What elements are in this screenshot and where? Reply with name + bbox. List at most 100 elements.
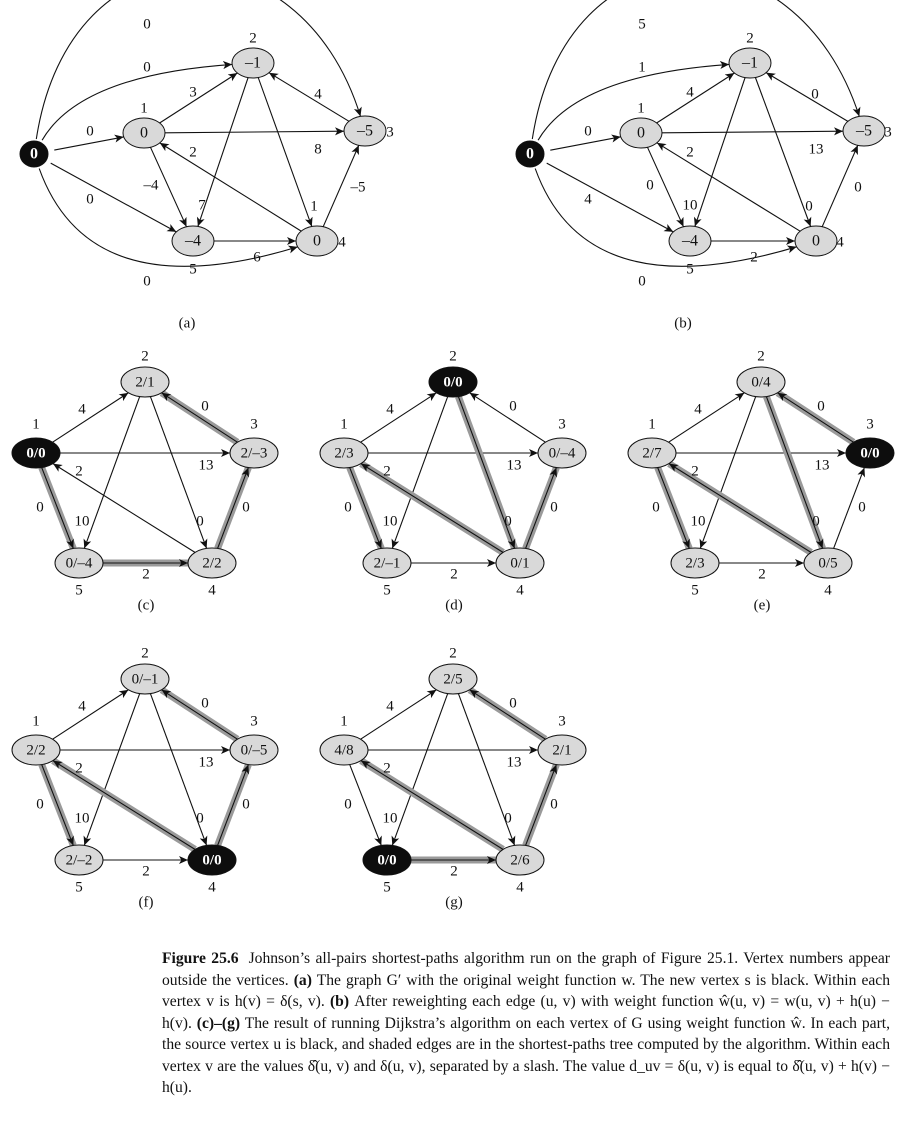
edge-4-3 [525, 764, 557, 846]
vertices: 2/710/420/030/542/35 [627, 348, 895, 598]
vertex-number-5: 5 [383, 582, 391, 598]
edge-s-3 [531, 0, 861, 140]
panel-label-a: (a) [179, 315, 196, 331]
edge-2-4 [149, 396, 208, 549]
vertex-value-4: 2/6 [510, 852, 530, 868]
edge-weight-2-5: 7 [198, 197, 206, 213]
edge-weight-1-2: 4 [694, 401, 702, 417]
edge-1-2 [360, 689, 437, 740]
edge-4-3 [821, 145, 859, 227]
vertex-5 [362, 844, 412, 876]
vertex-4 [295, 225, 339, 257]
edge-2-5 [391, 396, 449, 549]
edge-weight-4-1: 2 [686, 144, 694, 160]
edge-weight-5-4: 2 [450, 863, 458, 879]
edge-weight-1-3: 13 [199, 754, 214, 770]
caption-intro: Johnson’s all-pairs shortest-paths algor… [162, 950, 890, 989]
vertex-value-4: 0/0 [202, 852, 221, 868]
edge-3-2 [469, 689, 546, 740]
vertex-number-4: 4 [338, 234, 346, 250]
vertex-value-4: 2/2 [202, 555, 221, 571]
caption-b-text: After reweighting each edge (u, v) with … [162, 993, 890, 1032]
vertex-2 [120, 663, 170, 695]
panel-label-b: (b) [674, 315, 692, 331]
edge-weight-2-4: 0 [504, 810, 512, 826]
edge-weight-2-4: 0 [196, 513, 204, 529]
vertices: 2/310/020/–430/142/–15 [319, 348, 587, 598]
edge-weight-3-2: 0 [811, 86, 819, 102]
vertex-2 [120, 366, 170, 398]
edge-weight-4-3: 0 [550, 499, 558, 515]
vertex-4 [187, 547, 237, 579]
edge-weight-5-4: 2 [142, 566, 150, 582]
edge-weight-4-3: 0 [550, 796, 558, 812]
edge-weight-1-3: 8 [314, 141, 322, 157]
edge-3-2 [469, 392, 546, 443]
edge-weight-5-4: 2 [750, 249, 758, 265]
vertex-number-5: 5 [75, 879, 83, 895]
vertex-number-4: 4 [516, 582, 524, 598]
vertex-value-4: 0/1 [510, 555, 529, 571]
edge-1-5 [41, 764, 74, 846]
edge-2-4 [765, 396, 824, 549]
edge-s-5 [50, 162, 177, 233]
vertex-value-1: 0/0 [26, 445, 45, 461]
edge-weight-3-2: 0 [817, 398, 825, 414]
edge-weight-1-5: –4 [143, 177, 160, 193]
edge-2-5 [83, 693, 141, 846]
edge-1-2 [159, 72, 238, 124]
vertex-number-3: 3 [386, 124, 394, 140]
vertex-value-2: 0/0 [443, 374, 462, 390]
caption-a-text: The graph G′ with the original weight fu… [162, 971, 891, 1011]
edge-weight-2-5: 10 [683, 197, 698, 213]
vertex-value-5: 0/–4 [66, 555, 93, 571]
vertex-4 [803, 547, 853, 579]
edge-weight-5-4: 2 [758, 566, 766, 582]
edge-s-2 [537, 60, 730, 141]
vertex-number-4: 4 [208, 582, 216, 598]
edge-1-5 [149, 147, 188, 227]
panel-label-c: (c) [138, 597, 155, 613]
vertex-number-1: 1 [32, 416, 40, 432]
edge-weight-s-1: 0 [584, 123, 592, 139]
edge-3-2 [765, 72, 849, 122]
vertex-value-1: 2/2 [26, 742, 45, 758]
vertex-number-5: 5 [691, 582, 699, 598]
edge-weight-1-5: 0 [646, 177, 654, 193]
edge-weight-4-1: 2 [75, 760, 83, 776]
edge-4-1 [52, 760, 196, 850]
vertex-5 [54, 844, 104, 876]
vertex-number-2: 2 [746, 30, 754, 46]
vertex-3 [537, 437, 587, 469]
vertex-number-2: 2 [757, 348, 765, 364]
edge-weight-5-4: 6 [253, 249, 261, 265]
edge-4-3 [217, 764, 249, 846]
panel-label-g: (g) [445, 894, 463, 910]
vertices: 2/210/–120/–530/042/–25 [11, 645, 279, 895]
vertex-value-5: 0/0 [377, 852, 396, 868]
edge-weight-5-4: 2 [142, 863, 150, 879]
vertex-1 [11, 437, 61, 469]
edge-weight-4-1: 2 [383, 463, 391, 479]
edge-weight-1-3: 13 [507, 754, 522, 770]
edge-2-4 [257, 77, 313, 227]
edge-weight-s-3: 5 [638, 16, 646, 32]
vertex-2 [728, 47, 772, 79]
vertex-1 [319, 437, 369, 469]
edge-weight-4-3: 0 [858, 499, 866, 515]
edge-weight-4-1: 2 [383, 760, 391, 776]
edge-weight-1-2: 4 [386, 401, 394, 417]
vertex-3 [845, 437, 895, 469]
panel-label-d: (d) [445, 597, 463, 613]
edge-weight-1-5: 0 [344, 499, 352, 515]
edge-weight-3-2: 0 [509, 398, 517, 414]
panel-label-f: (f) [139, 894, 154, 910]
